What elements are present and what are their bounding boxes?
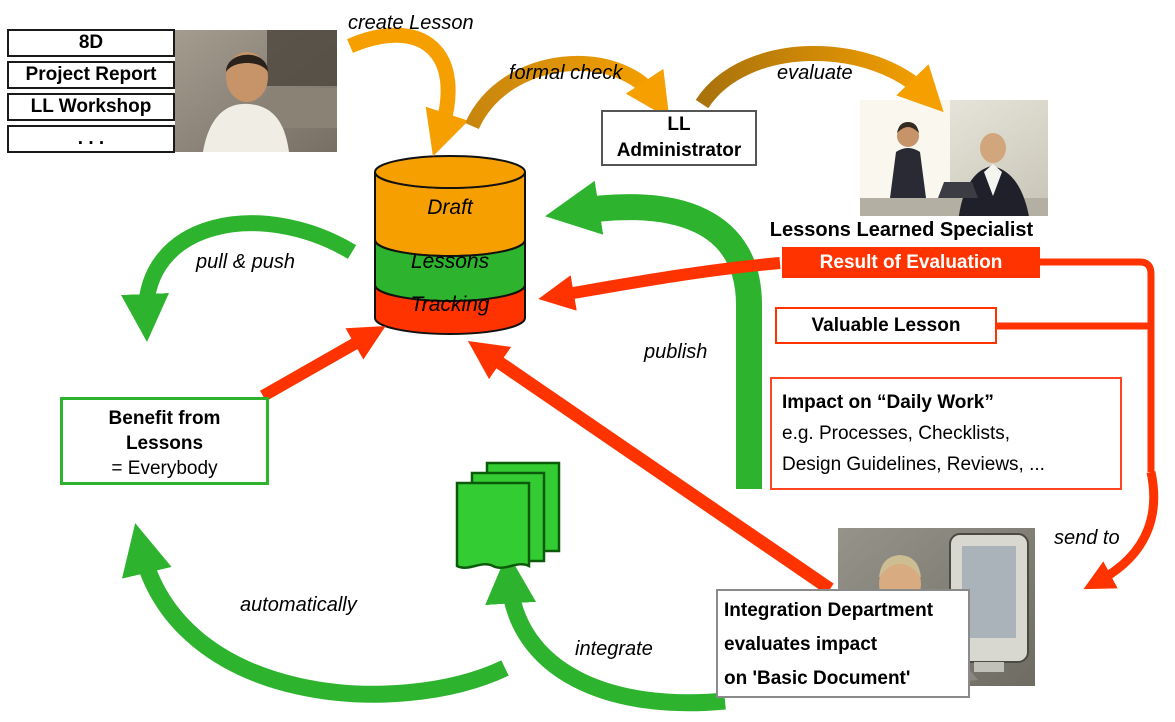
label-evaluate: evaluate <box>777 62 853 84</box>
label-send-to: send to <box>1054 527 1120 549</box>
label-integrate: integrate <box>575 638 653 660</box>
arrow-evaluate <box>695 45 944 113</box>
source-item-label: LL Workshop <box>30 96 152 117</box>
ll-administrator-box: LL Administrator <box>601 110 757 166</box>
source-item-label: 8D <box>78 32 104 53</box>
connector-result-right <box>1040 258 1155 472</box>
impact-box: Impact on “Daily Work” e.g. Processes, C… <box>770 377 1122 490</box>
db-section-lessons-label: Lessons <box>410 250 490 273</box>
source-item-ll-workshop: LL Workshop <box>7 93 175 121</box>
label-automatically: automatically <box>240 594 357 616</box>
specialist-label: Lessons Learned Specialist <box>750 216 1053 244</box>
integration-box: Integration Department evaluates impact … <box>716 589 970 698</box>
arrow-benefit-to-db <box>260 326 386 402</box>
label-pull-push: pull & push <box>196 251 295 273</box>
benefit-box: Benefit from Lessons = Everybody <box>60 397 269 485</box>
stacked-documents-icon <box>455 461 561 569</box>
impact-title: Impact on “Daily Work” <box>782 392 994 413</box>
benefit-line1: Benefit from <box>108 408 221 429</box>
source-item-label: Project Report <box>25 64 157 85</box>
arrow-automatically <box>122 523 509 703</box>
source-item-label: . . . <box>77 128 105 149</box>
arrow-create-lesson <box>347 27 469 157</box>
label-publish: publish <box>644 341 708 363</box>
integration-line2: evaluates impact <box>724 634 878 655</box>
ll-administrator-line2: Administrator <box>616 140 742 161</box>
ll-administrator-line1: LL <box>667 114 691 135</box>
result-of-evaluation-box: Result of Evaluation <box>782 247 1040 278</box>
db-section-draft-label: Draft <box>427 196 473 219</box>
db-top-ellipse <box>374 155 526 189</box>
photo-lesson-author-image <box>175 30 337 152</box>
db-section-tracking-label: Tracking <box>410 293 490 316</box>
arrow-send-to <box>1083 471 1159 590</box>
label-formal-check: formal check <box>509 62 623 84</box>
arrow-result-to-db <box>538 257 781 311</box>
benefit-line2: Lessons <box>125 433 204 454</box>
impact-line2: Design Guidelines, Reviews, ... <box>782 454 1045 475</box>
arrow-integrate <box>485 552 726 712</box>
valuable-lesson-box: Valuable Lesson <box>775 307 997 344</box>
arrow-publish <box>545 180 762 489</box>
arrow-formal-check <box>465 56 670 130</box>
db-tracking-band <box>374 284 526 335</box>
photo-lesson-author <box>175 30 337 152</box>
arrow-integration-to-db <box>467 340 834 595</box>
label-create-lesson: create Lesson <box>348 12 474 34</box>
benefit-line3: = Everybody <box>111 458 218 479</box>
source-item-ellipsis: . . . <box>7 125 175 153</box>
arrow-pull-push <box>121 215 357 342</box>
source-item-8d: 8D <box>7 29 175 57</box>
integration-line1: Integration Department <box>724 600 934 621</box>
database-cylinder <box>374 155 526 335</box>
source-item-project-report: Project Report <box>7 61 175 89</box>
document-page-front <box>455 481 531 569</box>
impact-line1: e.g. Processes, Checklists, <box>782 423 1011 444</box>
integration-line3: on 'Basic Document' <box>724 668 911 689</box>
